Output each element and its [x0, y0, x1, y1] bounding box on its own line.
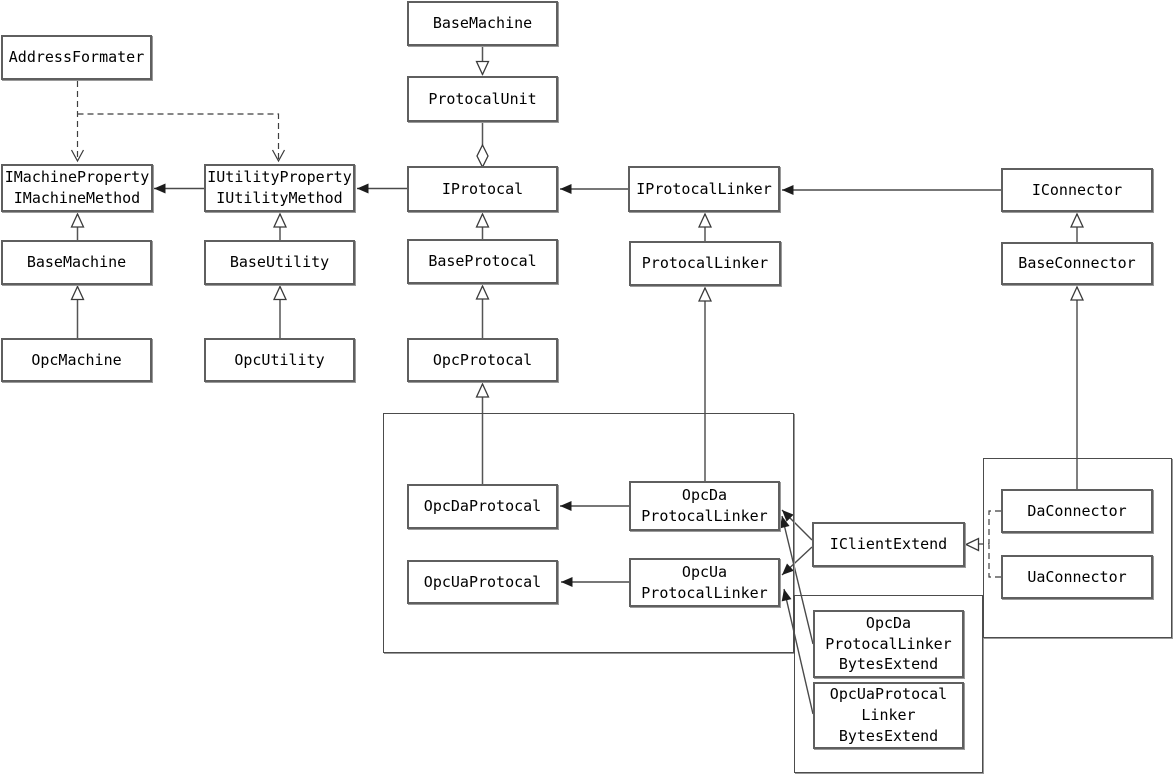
node-base-machine-top: BaseMachine: [407, 1, 558, 46]
node-address-formater: AddressFormater: [1, 35, 152, 80]
node-base-protocal: BaseProtocal: [407, 239, 558, 284]
node-label: OpcMachine: [31, 350, 122, 369]
realization-dashed-arrows: [964, 510, 1001, 578]
node-label: OpcUtility: [234, 350, 325, 369]
node-label: DaConnector: [1027, 501, 1127, 520]
node-label: OpcProtocal: [432, 350, 533, 369]
node-base-utility: BaseUtility: [204, 240, 355, 285]
node-iprotocal: IProtocal: [407, 166, 558, 212]
node-opc-utility: OpcUtility: [204, 338, 355, 382]
node-label: Linker: [861, 706, 916, 725]
node-opc-ua-protocal-linker-bytes-extend: OpcUaProtocal Linker BytesExtend: [813, 682, 964, 749]
node-label: OpcUaProtocal: [829, 685, 948, 704]
node-opc-da-protocal-linker-bytes-extend: OpcDa ProtocalLinker BytesExtend: [813, 610, 964, 678]
node-iclient-extend: IClientExtend: [812, 522, 965, 567]
node-opc-da-protocal-linker: OpcDa ProtocalLinker: [629, 481, 780, 531]
node-opc-da-protocal: OpcDaProtocal: [407, 484, 558, 529]
aggregation-diamond-link: [476, 121, 489, 169]
node-label: IClientExtend: [829, 535, 948, 554]
node-opc-machine: OpcMachine: [1, 338, 152, 382]
node-label: ProtocalLinker: [825, 634, 952, 653]
node-opc-ua-protocal: OpcUaProtocal: [407, 560, 558, 604]
node-base-machine: BaseMachine: [1, 240, 152, 285]
node-label: OpcDaProtocal: [423, 497, 542, 516]
node-label: UaConnector: [1027, 567, 1127, 586]
node-label: OpcUaProtocal: [423, 572, 542, 591]
node-label: BaseProtocal: [428, 252, 537, 271]
node-label: OpcDa: [865, 613, 912, 632]
node-label: IConnector: [1031, 180, 1123, 199]
node-label: IUtilityMethod: [216, 189, 343, 207]
node-label: BytesExtend: [838, 655, 939, 674]
node-label: ProtocalLinker: [641, 507, 768, 525]
node-protocal-linker: ProtocalLinker: [629, 241, 781, 286]
node-label: IProtocalLinker: [636, 179, 772, 198]
node-iconnector: IConnector: [1001, 168, 1153, 212]
group-connector-area: [983, 458, 1172, 638]
node-label: OpcUa: [681, 562, 728, 581]
node-label: BaseConnector: [1018, 254, 1136, 273]
node-label: ProtocalUnit: [428, 89, 537, 108]
node-ua-connector: UaConnector: [1001, 555, 1153, 599]
node-label: BaseMachine: [432, 14, 533, 33]
node-imachine-interface: IMachineProperty IMachineMethod: [1, 164, 153, 212]
dependency-dashed-arrows: [70, 81, 286, 163]
node-opc-ua-protocal-linker: OpcUa ProtocalLinker: [629, 558, 780, 607]
node-label: BaseUtility: [229, 253, 330, 272]
association-arrows: [154, 183, 1001, 715]
node-label: IProtocal: [441, 179, 524, 198]
node-iprotocal-linker: IProtocalLinker: [628, 166, 780, 212]
node-label: OpcDa: [681, 486, 728, 505]
group-bytes-extend-area: [794, 595, 983, 773]
node-label: BytesExtend: [838, 726, 939, 745]
node-label: AddressFormater: [8, 48, 145, 67]
node-base-connector: BaseConnector: [1001, 242, 1153, 285]
node-iutility-interface: IUtilityProperty IUtilityMethod: [204, 164, 355, 212]
group-opc-protocal-linker-area: [383, 413, 794, 653]
node-label: IMachineMethod: [13, 189, 141, 207]
node-opc-protocal: OpcProtocal: [407, 338, 558, 382]
node-label: IUtilityProperty: [207, 168, 352, 187]
node-label: ProtocalLinker: [641, 254, 769, 273]
node-da-connector: DaConnector: [1001, 489, 1153, 533]
node-label: ProtocalLinker: [641, 583, 768, 602]
generalization-arrows: [78, 46, 1078, 489]
node-label: BaseMachine: [26, 253, 127, 272]
node-protocal-unit: ProtocalUnit: [407, 76, 558, 122]
node-label: IMachineProperty: [4, 168, 150, 187]
